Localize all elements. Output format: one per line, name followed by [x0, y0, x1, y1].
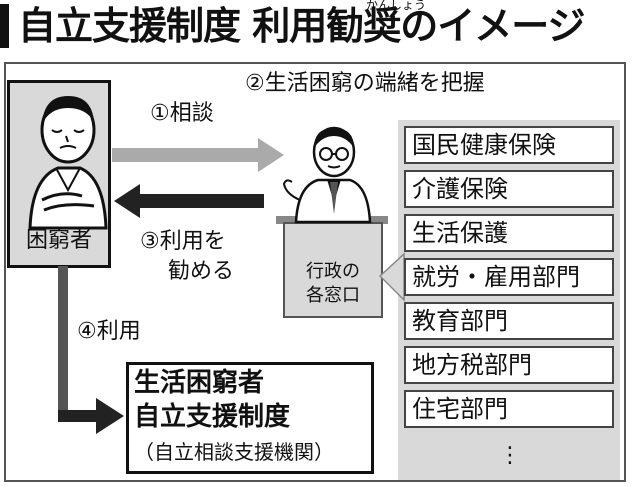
recommend-arrow [114, 184, 264, 218]
consult-arrow [112, 138, 284, 172]
department-item: 介護保険 [404, 170, 614, 208]
support-system-subtitle: （自立相談支援機関） [134, 440, 334, 464]
counter-label-line1: 行政の [306, 261, 360, 282]
department-item: 地方税部門 [404, 346, 614, 384]
step-recommend-label-line2: 勧める [168, 259, 235, 284]
support-system-box [126, 362, 374, 474]
counter-to-departments-link [378, 252, 405, 302]
department-item: 教育部門 [404, 302, 614, 340]
department-item: 生活保護 [404, 214, 614, 252]
troubled-person-icon [28, 96, 108, 230]
departments-more-indicator: ⋮ [499, 443, 521, 468]
counter-label-line2: 各窓口 [306, 285, 360, 306]
step-recommend-label-line1: ③利用を [140, 229, 226, 254]
step-consult-label: ①相談 [150, 101, 214, 126]
use-arrow [58, 266, 124, 434]
department-item: 国民健康保険 [404, 126, 614, 164]
step-use-label: ④利用 [77, 319, 141, 344]
step-grasp-label: ②生活困窮の端緒を把握 [245, 71, 485, 96]
title-accent-bar [0, 4, 9, 48]
staff-member-icon [282, 126, 372, 224]
department-item: 住宅部門 [404, 390, 614, 428]
page-title: 自立支援制度 利用勧奨のイメージ [18, 4, 585, 48]
support-system-title-line2: 自立支援制度 [134, 402, 291, 432]
counter-label: 行政の 各窓口 [285, 260, 381, 308]
support-system-title-line1: 生活困窮者 [134, 368, 265, 398]
department-item: 就労・雇用部門 [404, 258, 614, 296]
title-furigana: かんしょう [366, 0, 427, 12]
needy-person-box [7, 80, 111, 268]
needy-person-label: 困窮者 [25, 228, 92, 253]
